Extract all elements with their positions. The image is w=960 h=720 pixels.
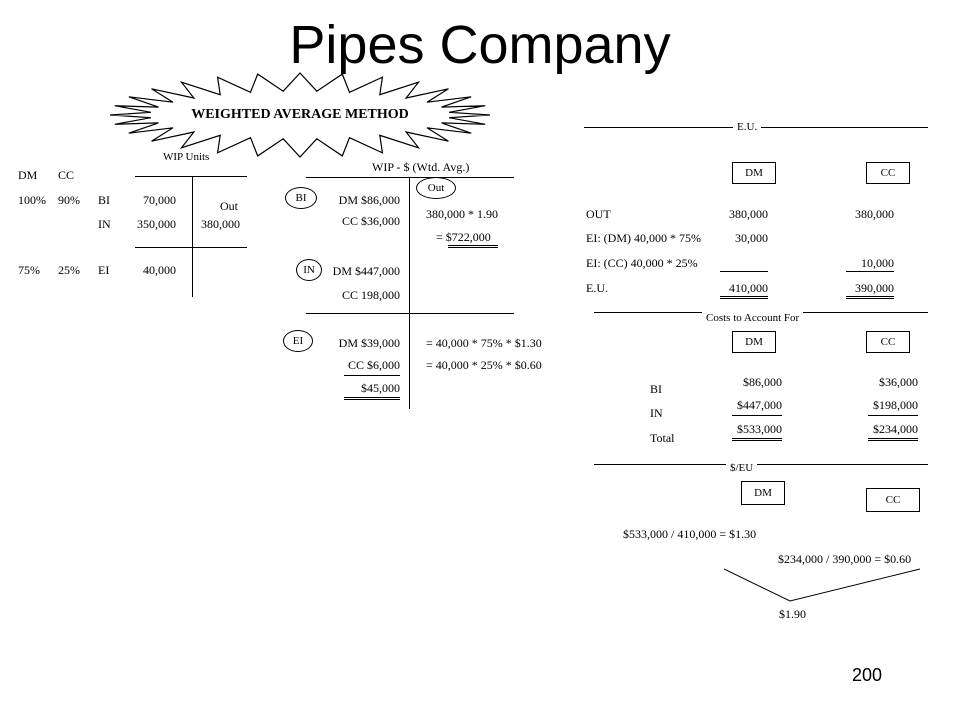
bi-cc-amount: CC $36,000 bbox=[341, 214, 400, 228]
eu-row-ei-dm-value: 30,000 bbox=[735, 231, 768, 245]
per-eu-rule bbox=[594, 464, 928, 465]
eu-row-total-dm: 410,000 bbox=[729, 281, 768, 295]
eu-row-total-label: E.U. bbox=[586, 281, 608, 295]
per-eu-cc-box: CC bbox=[866, 488, 920, 512]
ei-cc-pct: 25% bbox=[58, 263, 80, 277]
bi-label: BI bbox=[98, 193, 110, 207]
costs-row-bi-cc: $36,000 bbox=[879, 375, 918, 389]
eu-dm-box: DM bbox=[732, 162, 776, 184]
out-label: Out bbox=[220, 199, 238, 213]
eu-row-out-dm: 380,000 bbox=[729, 207, 768, 221]
wip-units-mid-rule bbox=[135, 247, 247, 248]
costs-row-bi-label: BI bbox=[650, 382, 662, 396]
eu-row-ei-dm-label: EI: (DM) 40,000 * 75% bbox=[586, 231, 701, 245]
wip-dollars-heading: WIP - $ (Wtd. Avg.) bbox=[372, 160, 470, 174]
per-eu-dm-calc: $533,000 / 410,000 = $1.30 bbox=[623, 527, 757, 541]
per-eu-cc-calc: $234,000 / 390,000 = $0.60 bbox=[778, 552, 912, 566]
page-number: 200 bbox=[852, 665, 883, 685]
eu-cc-sum-rule bbox=[846, 271, 894, 272]
out-result-double-rule bbox=[448, 245, 498, 248]
wip-dollars-top-rule bbox=[306, 177, 514, 178]
out-calc: 380,000 * 1.90 bbox=[426, 207, 498, 221]
ei-total-double-rule bbox=[344, 397, 400, 400]
out-tag-oval: Out bbox=[416, 177, 456, 199]
costs-row-in-cc: $198,000 bbox=[873, 398, 918, 412]
eu-cc-total-double-rule bbox=[846, 296, 894, 299]
bi-dm-amount: DM $86,000 bbox=[338, 193, 400, 207]
eu-dm-total-double-rule bbox=[720, 296, 768, 299]
eu-cc-box: CC bbox=[866, 162, 910, 184]
ei-cc-calc: = 40,000 * 25% * $0.60 bbox=[426, 358, 542, 372]
ei-tag-oval: EI bbox=[283, 330, 313, 352]
in-label: IN bbox=[98, 217, 111, 231]
ei-total-amount: $45,000 bbox=[361, 381, 400, 395]
wip-units-col-dm: DM bbox=[18, 168, 38, 182]
costs-row-in-dm: $447,000 bbox=[737, 398, 782, 412]
ei-dm-amount: DM $39,000 bbox=[338, 336, 400, 350]
costs-row-total-dm: $533,000 bbox=[737, 422, 782, 436]
bi-tag-oval: BI bbox=[285, 187, 317, 209]
costs-dm-box: DM bbox=[732, 331, 776, 353]
per-eu-sum-chevron bbox=[724, 568, 921, 602]
costs-heading: Costs to Account For bbox=[702, 311, 804, 325]
costs-row-in-label: IN bbox=[650, 406, 663, 420]
page-title: Pipes Company bbox=[289, 15, 671, 75]
wip-units-top-rule bbox=[135, 176, 247, 177]
eu-row-out-label: OUT bbox=[586, 207, 611, 221]
wip-units-col-cc: CC bbox=[58, 168, 75, 182]
starburst-banner bbox=[109, 72, 491, 158]
bi-cc-pct: 90% bbox=[58, 193, 80, 207]
costs-cc-box: CC bbox=[866, 331, 910, 353]
eu-row-ei-cc-value: 10,000 bbox=[861, 256, 894, 270]
wip-dollars-vertical-rule bbox=[409, 177, 410, 409]
costs-cc-total-double-rule bbox=[868, 438, 918, 441]
ei-dm-calc: = 40,000 * 75% * $1.30 bbox=[426, 336, 542, 350]
wip-units-heading: WIP Units bbox=[163, 151, 210, 163]
costs-dm-sum-rule bbox=[732, 415, 782, 416]
in-cc-amount: CC 198,000 bbox=[341, 288, 400, 302]
in-dm-amount: DM $447,000 bbox=[332, 264, 400, 278]
wip-units-vertical-rule bbox=[192, 176, 193, 297]
bi-dm-pct: 100% bbox=[18, 193, 46, 207]
eu-row-ei-cc-label: EI: (CC) 40,000 * 25% bbox=[586, 256, 698, 270]
ei-cc-amount: CC $6,000 bbox=[347, 358, 400, 372]
per-eu-heading: $/EU bbox=[726, 461, 758, 475]
ei-units: 40,000 bbox=[143, 263, 176, 277]
costs-cc-sum-rule bbox=[868, 415, 918, 416]
costs-row-total-label: Total bbox=[650, 431, 675, 445]
costs-row-total-cc: $234,000 bbox=[873, 422, 918, 436]
ei-sum-rule bbox=[344, 375, 400, 376]
ei-dm-pct: 75% bbox=[18, 263, 40, 277]
bi-units: 70,000 bbox=[143, 193, 176, 207]
out-result: = $722,000 bbox=[436, 230, 491, 244]
eu-heading: E.U. bbox=[733, 120, 762, 134]
in-units: 350,000 bbox=[137, 217, 176, 231]
per-eu-dm-box: DM bbox=[741, 481, 785, 505]
wip-dollars-mid-rule bbox=[306, 313, 514, 314]
eu-row-out-cc: 380,000 bbox=[855, 207, 894, 221]
eu-row-total-cc: 390,000 bbox=[855, 281, 894, 295]
ei-label: EI bbox=[98, 263, 110, 277]
eu-dm-sum-rule bbox=[720, 271, 768, 272]
costs-row-bi-dm: $86,000 bbox=[743, 375, 782, 389]
out-units: 380,000 bbox=[201, 217, 240, 231]
in-tag-oval: IN bbox=[296, 259, 322, 281]
method-banner-text: WEIGHTED AVERAGE METHOD bbox=[191, 107, 409, 122]
per-eu-total: $1.90 bbox=[779, 607, 806, 621]
costs-dm-total-double-rule bbox=[732, 438, 782, 441]
